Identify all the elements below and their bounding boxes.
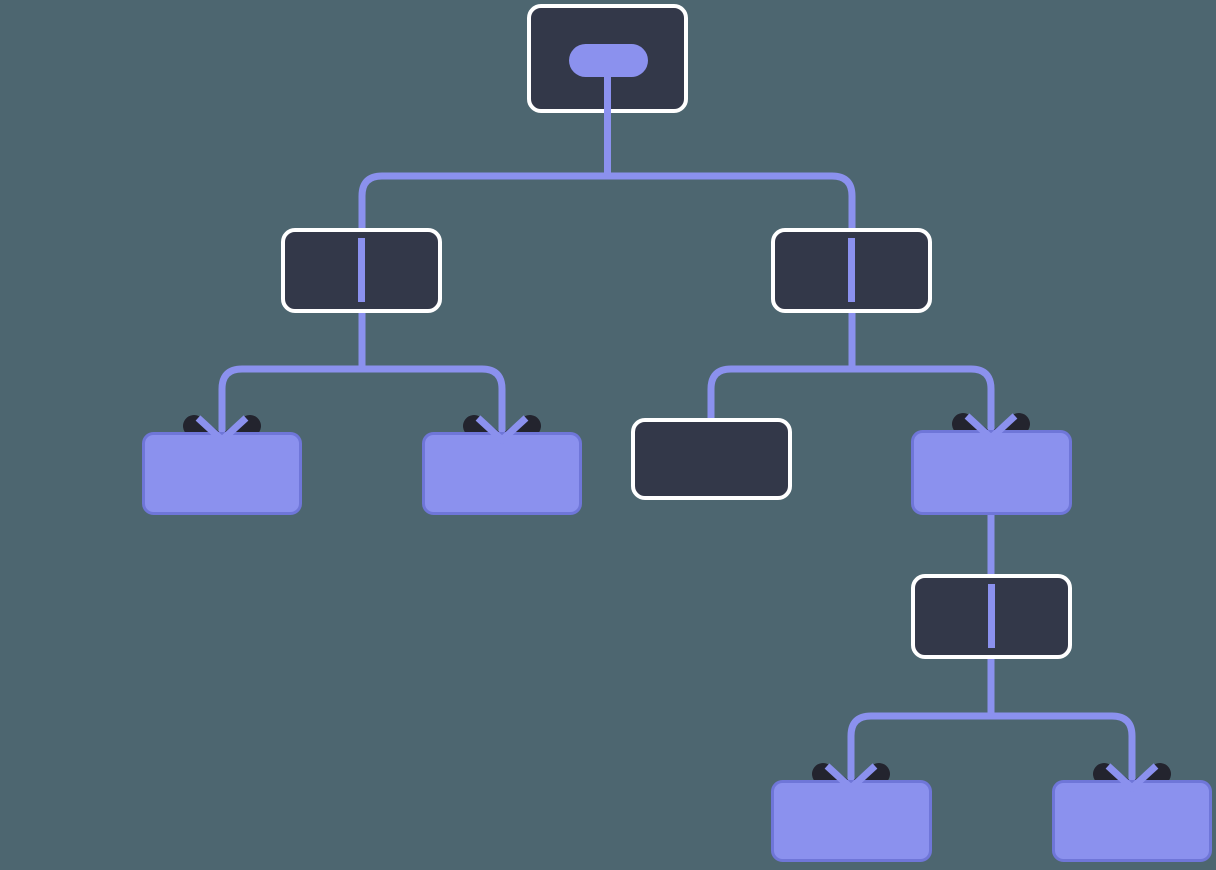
root-node-stem [604,60,611,117]
edge-root-to-level2-right [607,172,856,232]
level3-leaf-a-body[interactable] [142,432,302,515]
edge-root-to-level2-left [358,172,608,232]
level3-dark-node[interactable] [631,418,792,500]
level3-leaf-b-body[interactable] [422,432,582,515]
arrowhead-inner-layer [195,413,1159,793]
level4-dark-node-passthrough-line [988,584,995,648]
node-layer [142,4,1212,862]
arrowhead-leaf-right [1105,763,1159,793]
edge-level2-left-to-leaf-a [218,365,362,436]
level2-left-node[interactable] [281,228,442,313]
level2-left-node-passthrough-line [358,238,365,302]
level3-dark-node-body[interactable] [631,418,792,500]
level2-right-node-passthrough-line [848,238,855,302]
arrowhead-leaf-b [475,415,529,445]
level5-leaf-right-body[interactable] [1052,780,1212,862]
root-node-pill-marker [569,44,648,77]
arrowhead-leaf-d [964,413,1018,443]
level2-right-node[interactable] [771,228,932,313]
edge-level2-right-to-leaf-d [852,365,995,434]
level3-leaf-a[interactable] [142,432,302,515]
arrowhead-leaf-left [824,763,878,793]
level3-leaf-d[interactable] [911,430,1072,515]
arrowhead-leaf-a [195,415,249,445]
edge-level2-left-to-leaf-b [362,365,506,436]
level5-leaf-left-body[interactable] [771,780,932,862]
root-node[interactable] [527,4,688,117]
edge-level4-to-leaf-left [847,712,991,784]
level5-leaf-left[interactable] [771,780,932,862]
edge-layer [218,113,1136,784]
level4-dark-node[interactable] [911,574,1072,659]
level3-leaf-d-body[interactable] [911,430,1072,515]
edge-level4-to-leaf-right [991,712,1136,784]
level3-leaf-b[interactable] [422,432,582,515]
edge-level2-right-to-dark-node [707,365,852,420]
level5-leaf-right[interactable] [1052,780,1212,862]
